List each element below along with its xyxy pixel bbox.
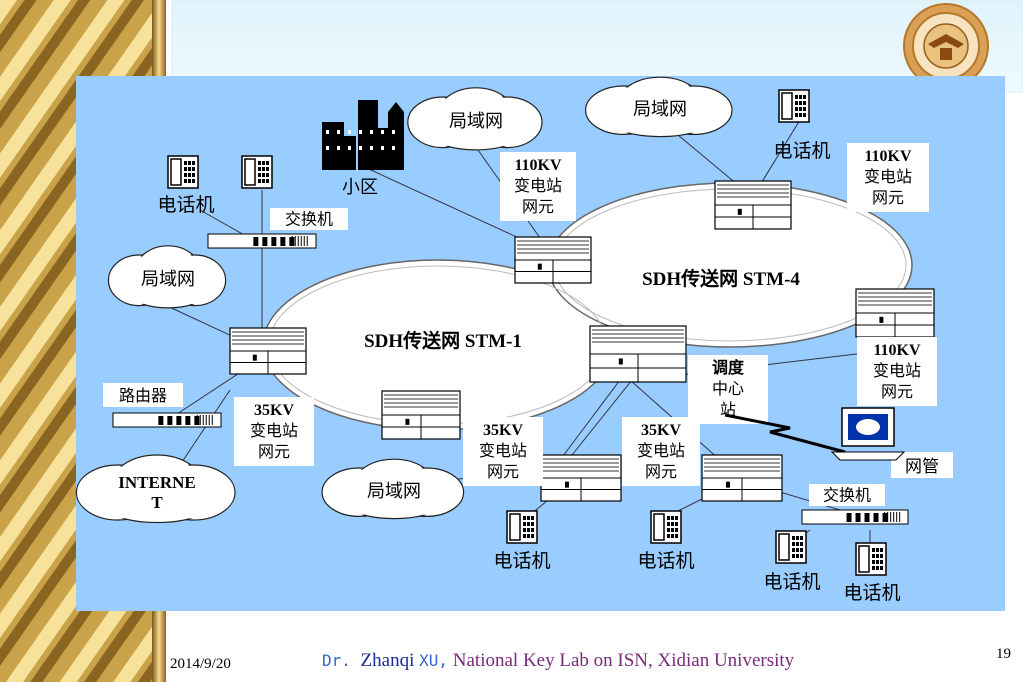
telephone-label: 电话机 xyxy=(493,550,550,572)
cloud-label: 局域网 xyxy=(449,111,503,132)
switch-label: 交换机 xyxy=(270,208,348,230)
sdh-node-equipment xyxy=(229,327,307,375)
telephone-icon xyxy=(650,510,682,544)
dispatch-center-label-line: 调度 xyxy=(712,358,745,377)
telephone-icon xyxy=(506,510,538,544)
lan-cloud-top: 局域网 xyxy=(407,87,543,151)
nms-label: 网管 xyxy=(891,452,953,478)
page-number: 19 xyxy=(996,646,1011,662)
substation-110kv-label-line: 110KV xyxy=(514,157,562,174)
substation-110kv-label-line: 变电站 xyxy=(514,176,562,195)
sdh-node-equipment xyxy=(514,236,592,284)
router-label: 路由器 xyxy=(103,383,183,407)
substation-110kv-label-line: 变电站 xyxy=(864,167,912,186)
dispatch-center-label-line: 站 xyxy=(720,400,736,419)
switch-device xyxy=(801,509,909,525)
university-seal-logo xyxy=(903,3,989,89)
footer-credit: Dr. Zhanqi XU, National Key Lab on ISN, … xyxy=(322,650,795,671)
substation-110kv-label-line: 110KV xyxy=(873,342,921,359)
substation-35kv-label-line: 变电站 xyxy=(637,441,685,460)
lan-cloud-left: 局域网 xyxy=(107,245,227,309)
switch-label-text: 交换机 xyxy=(823,486,871,505)
telephone-label: 电话机 xyxy=(763,571,820,593)
footer-date: 2014/9/20 xyxy=(170,656,231,672)
sdh-node-equipment xyxy=(381,390,461,440)
sdh-node-equipment xyxy=(540,454,622,502)
district-label: 小区 xyxy=(342,177,378,198)
cloud-label: 局域网 xyxy=(633,99,687,120)
nms-label-text: 网管 xyxy=(905,457,939,477)
substation-35kv-label-line: 网元 xyxy=(487,462,519,481)
ring-label-stm1: SDH传送网 STM-1 xyxy=(364,329,522,352)
substation-35kv-label-line: 35KV xyxy=(641,422,681,439)
telephone-label: 电话机 xyxy=(773,140,830,162)
connector-line xyxy=(759,119,801,186)
lan-cloud-top-right: 局域网 xyxy=(584,76,733,138)
switch-device xyxy=(207,233,317,249)
switch-label-text: 交换机 xyxy=(285,210,333,229)
sdh-node-equipment xyxy=(589,325,687,383)
telephone-icon xyxy=(778,89,810,123)
substation-110kv-label-line: 网元 xyxy=(872,188,904,207)
router-device xyxy=(112,412,222,428)
substation-35kv-label-line: 35KV xyxy=(254,402,294,419)
sdh-node-equipment xyxy=(714,180,792,230)
router-label-text: 路由器 xyxy=(119,386,167,405)
substation-35kv-label-line: 变电站 xyxy=(479,441,527,460)
substation-110kv-label-line: 变电站 xyxy=(873,361,921,380)
connector-line xyxy=(559,369,641,471)
substation-35kv-label-line: 变电站 xyxy=(250,421,298,440)
dispatch-center-label-line: 中心 xyxy=(712,379,744,398)
telephone-label: 电话机 xyxy=(157,194,214,216)
telephone-icon xyxy=(775,530,807,564)
substation-110kv-label-line: 110KV xyxy=(864,148,912,165)
substation-35kv-label-line: 网元 xyxy=(645,462,677,481)
telephone-icon xyxy=(241,155,273,189)
cloud-label: INTERNE xyxy=(118,473,195,492)
lan-cloud-bottom: 局域网 xyxy=(321,458,465,520)
cloud-label: 局域网 xyxy=(141,269,195,290)
switch-label: 交换机 xyxy=(809,484,885,506)
cloud-label: 局域网 xyxy=(367,481,421,502)
telephone-icon xyxy=(855,542,887,576)
sdh-node-equipment xyxy=(855,288,935,338)
connector-line xyxy=(359,164,546,251)
cloud-label: T xyxy=(151,493,163,512)
nms-computer-icon xyxy=(830,407,906,461)
telephone-label: 电话机 xyxy=(843,582,900,604)
sdh-node-equipment xyxy=(701,454,783,502)
substation-35kv-label-line: 35KV xyxy=(483,422,523,439)
lightning-link-icon xyxy=(724,413,846,454)
substation-35kv-label-line: 网元 xyxy=(258,442,290,461)
district-building-icon: 小区 xyxy=(322,100,404,198)
telephone-label: 电话机 xyxy=(637,550,694,572)
connector-line xyxy=(559,379,621,461)
substation-110kv-label-line: 网元 xyxy=(522,197,554,216)
ring-label-stm4: SDH传送网 STM-4 xyxy=(642,267,800,290)
telephone-icon xyxy=(167,155,199,189)
substation-110kv-label-line: 网元 xyxy=(881,382,913,401)
